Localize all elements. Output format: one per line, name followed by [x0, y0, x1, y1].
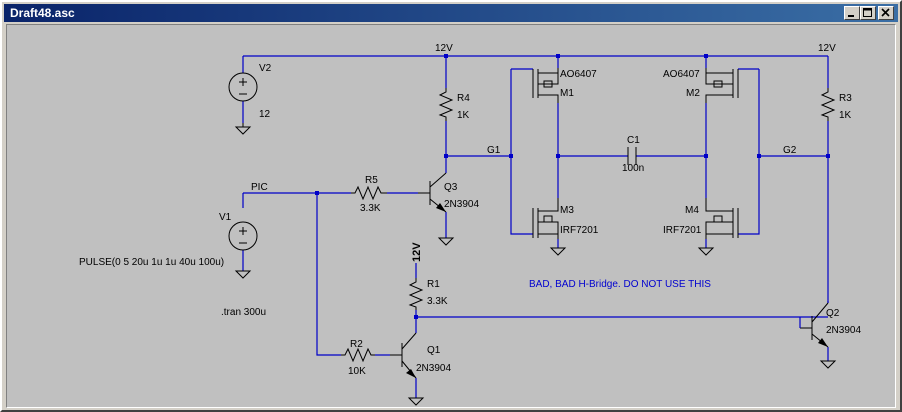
q1-value: 2N3904 — [416, 363, 451, 374]
net-label-g2: G2 — [783, 145, 797, 156]
mosfet-m4[interactable] — [705, 198, 739, 239]
m1-value: AO6407 — [560, 69, 597, 80]
close-icon — [881, 8, 890, 17]
r4-name: R4 — [457, 93, 470, 104]
resistor-r4[interactable] — [438, 88, 454, 121]
window-title: Draft48.asc — [10, 6, 75, 20]
m2-name: M2 — [686, 88, 700, 99]
transistor-q2[interactable] — [799, 302, 837, 369]
mosfet-m1[interactable] — [532, 68, 559, 103]
resistor-r5[interactable] — [351, 185, 387, 201]
v2-name: V2 — [259, 63, 272, 74]
title-bar[interactable]: Draft48.asc — [4, 4, 898, 22]
mosfet-m2[interactable] — [705, 68, 739, 103]
r3-name: R3 — [839, 93, 852, 104]
mosfet-bottom-wires — [549, 247, 715, 256]
net-label-g1: G1 — [487, 145, 501, 156]
capacitor-c1[interactable] — [627, 147, 637, 165]
r1-name: R1 — [427, 279, 440, 290]
m4-value: IRF7201 — [663, 225, 702, 236]
r1-value: 3.3K — [427, 296, 448, 307]
resistor-r2[interactable] — [341, 347, 375, 363]
net-label-12v-r1: 12V — [411, 242, 423, 262]
r5-value: 3.3K — [360, 203, 381, 214]
schematic-comment: BAD, BAD H-Bridge. DO NOT USE THIS — [529, 279, 711, 290]
resistor-r3[interactable] — [820, 88, 836, 121]
transistor-q3[interactable] — [418, 172, 455, 246]
voltage-source-v2[interactable] — [228, 72, 258, 135]
resistor-r1[interactable] — [408, 278, 424, 310]
v1-value: PULSE(0 5 20u 1u 1u 40u 100u) — [79, 257, 224, 268]
schematic-drawing[interactable]: V2 12 V1 PULSE(0 5 20u 1u 1u 40u 100u) 1… — [7, 25, 895, 407]
net-label-12v-left: 12V — [435, 43, 453, 54]
net-label-12v-right: 12V — [818, 43, 836, 54]
r4-value: 1K — [457, 110, 470, 121]
minimize-button[interactable] — [844, 6, 860, 20]
wires — [242, 55, 829, 398]
c1-value: 100n — [622, 163, 644, 174]
m3-value: IRF7201 — [560, 225, 599, 236]
m3-name: M3 — [560, 205, 574, 216]
q3-value: 2N3904 — [444, 199, 479, 210]
schematic-canvas[interactable]: V2 12 V1 PULSE(0 5 20u 1u 1u 40u 100u) 1… — [6, 24, 896, 408]
q1-name: Q1 — [427, 345, 441, 356]
m1-name: M1 — [560, 88, 574, 99]
q2-value: 2N3904 — [826, 325, 861, 336]
c1-name: C1 — [627, 135, 640, 146]
transistor-q1[interactable] — [390, 332, 425, 406]
mosfet-m3[interactable] — [532, 198, 559, 239]
r5-name: R5 — [365, 175, 378, 186]
voltage-source-v1[interactable] — [228, 221, 258, 279]
r2-name: R2 — [350, 339, 363, 350]
r3-value: 1K — [839, 110, 852, 121]
minimize-icon — [848, 15, 854, 17]
q2-name: Q2 — [826, 308, 840, 319]
close-button[interactable] — [878, 6, 894, 20]
spice-directive: .tran 300u — [221, 307, 266, 318]
net-label-pic: PIC — [251, 182, 268, 193]
junction-dots — [315, 54, 830, 319]
r2-value: 10K — [348, 366, 366, 377]
q3-name: Q3 — [444, 182, 458, 193]
maximize-icon — [863, 8, 872, 17]
v2-value: 12 — [259, 109, 271, 120]
m4-name: M4 — [685, 205, 699, 216]
maximize-button[interactable] — [860, 6, 876, 20]
m2-value: AO6407 — [663, 69, 700, 80]
v1-name: V1 — [219, 212, 232, 223]
